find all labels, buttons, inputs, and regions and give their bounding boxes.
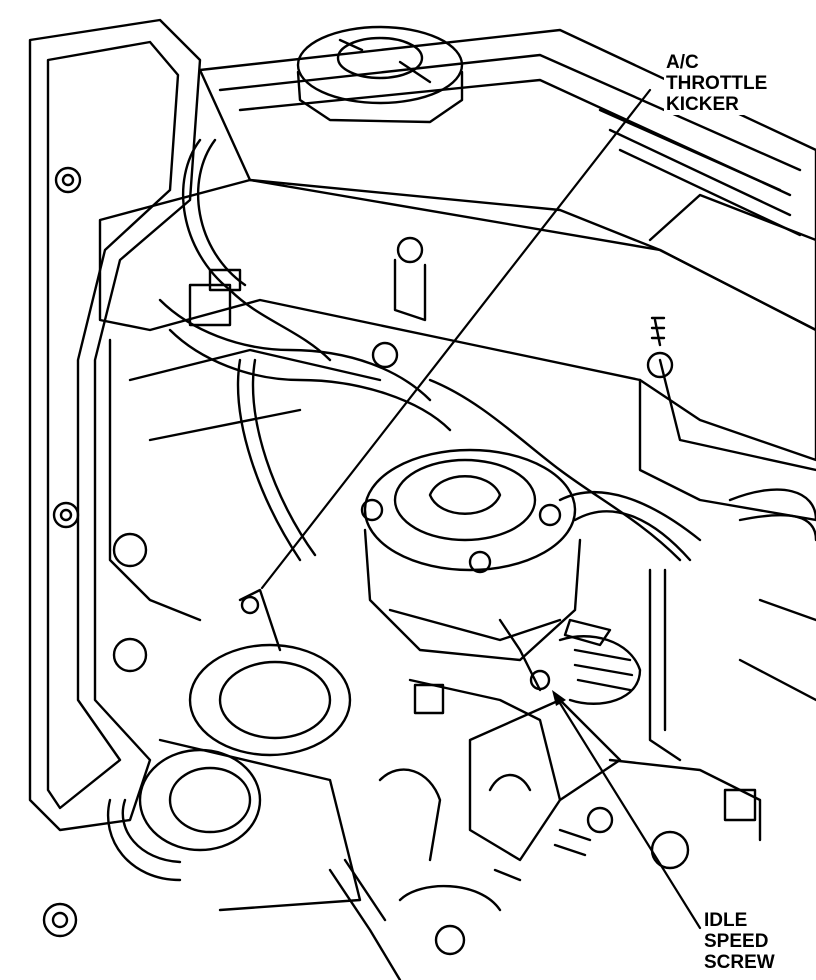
ac-throttle-kicker-label: A/C THROTTLE KICKER — [664, 52, 770, 115]
ac-label-line-3: KICKER — [666, 94, 739, 115]
leader-arrowhead — [552, 690, 566, 706]
engine-block — [98, 178, 816, 673]
leader-line-ac-throttle-kicker — [260, 88, 652, 590]
idle-label-line-3: SCREW — [704, 952, 775, 973]
throttle-kicker-unit — [107, 588, 362, 912]
throttle-linkage — [328, 568, 690, 980]
leader-line-idle-speed-screw — [556, 698, 702, 930]
injection-pump — [360, 448, 582, 802]
fuel-injection-lines — [158, 138, 682, 562]
timing-cover — [28, 18, 202, 938]
idle-speed-screw-label: IDLE SPEED SCREW — [702, 910, 777, 973]
idle-label-line-2: SPEED — [704, 931, 769, 952]
hose-and-bracket — [558, 488, 816, 842]
oil-filler-cap — [296, 25, 464, 124]
ac-label-line-1: A/C — [666, 52, 699, 73]
idle-label-line-1: IDLE — [704, 910, 748, 931]
ac-label-line-2: THROTTLE — [666, 73, 768, 94]
